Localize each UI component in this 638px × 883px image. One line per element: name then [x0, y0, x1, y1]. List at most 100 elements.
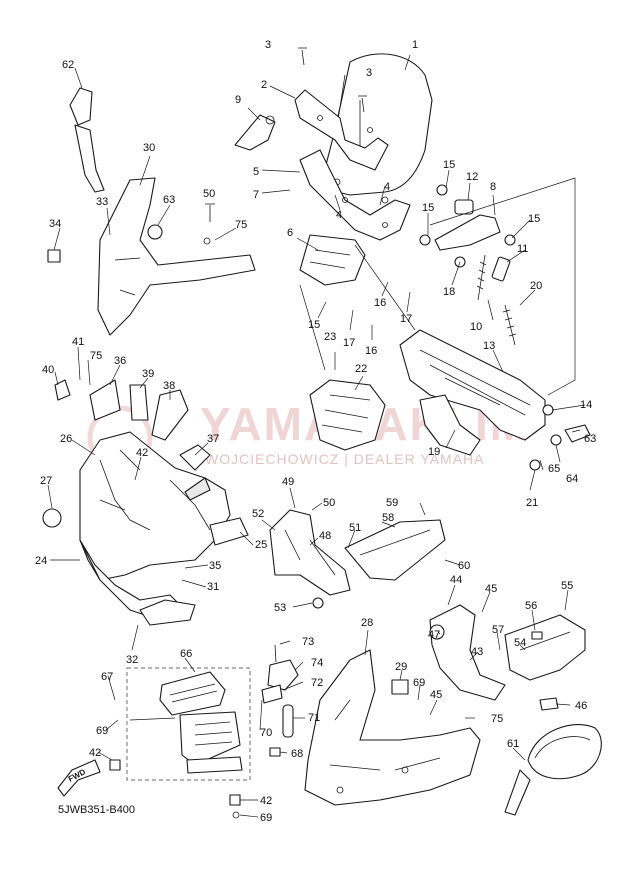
- side-cover-43: [429, 604, 586, 711]
- windscreen: [319, 53, 433, 204]
- callout-29: 29: [395, 661, 407, 673]
- callout-39: 39: [142, 368, 154, 380]
- bolt-50-75: [203, 203, 215, 245]
- callout-70: 70: [260, 727, 272, 739]
- callout-36: 36: [114, 355, 126, 367]
- callout-27: 27: [40, 475, 52, 487]
- callout-2: 2: [261, 79, 267, 91]
- callout-15: 15: [528, 213, 540, 225]
- callout-74: 74: [311, 657, 323, 669]
- callout-57: 57: [492, 624, 504, 636]
- callout-72: 72: [311, 677, 323, 689]
- relay-parts: [261, 644, 299, 757]
- callout-6: 6: [287, 227, 293, 239]
- callout-15: 15: [422, 202, 434, 214]
- callout-59: 59: [386, 497, 398, 509]
- callout-22: 22: [355, 363, 367, 375]
- callout-65: 65: [548, 463, 560, 475]
- leader-lines: [47, 54, 586, 818]
- callout-41: 41: [72, 336, 84, 348]
- callout-71: 71: [308, 712, 320, 724]
- callout-47: 47: [428, 629, 440, 641]
- panel-58: [344, 519, 446, 581]
- callout-42: 42: [89, 747, 101, 759]
- callout-23: 23: [324, 331, 336, 343]
- callout-58: 58: [382, 512, 394, 524]
- callout-46: 46: [575, 700, 587, 712]
- mirror-right: [504, 724, 602, 816]
- callout-56: 56: [525, 600, 537, 612]
- callout-1: 1: [412, 39, 418, 51]
- callout-19: 19: [428, 446, 440, 458]
- callout-numbers: 1 2 3 3 9 5 7 4 4 6 8 12 15 15 15 11 10 …: [35, 39, 596, 824]
- callout-17: 17: [343, 337, 355, 349]
- screw-3: [298, 47, 367, 113]
- callout-11: 11: [517, 243, 528, 255]
- lower-cowling: [304, 649, 481, 806]
- callout-68: 68: [291, 748, 303, 760]
- duct-parts: [42, 379, 249, 546]
- callout-44: 44: [450, 574, 462, 586]
- mirror-left: [69, 87, 105, 193]
- windscreen-bracket: [294, 89, 411, 241]
- callout-52: 52: [252, 508, 264, 520]
- callout-4: 4: [384, 181, 390, 193]
- callout-3: 3: [366, 67, 372, 79]
- callout-55: 55: [561, 580, 573, 592]
- adjuster-assembly: [419, 184, 516, 301]
- callout-50: 50: [323, 497, 335, 509]
- watermark-subtitle: WOJCIECHOWICZ | DEALER YAMAHA: [205, 451, 484, 467]
- callout-4: 4: [336, 209, 342, 221]
- callout-42: 42: [260, 795, 272, 807]
- callout-16: 16: [374, 297, 386, 309]
- leader-dashes-upper: [299, 177, 576, 396]
- front-fairing: [79, 431, 231, 626]
- callout-66: 66: [180, 648, 192, 660]
- callout-24: 24: [35, 555, 47, 567]
- callout-50: 50: [203, 188, 215, 200]
- callout-14: 14: [580, 399, 592, 411]
- callout-32: 32: [126, 654, 138, 666]
- inner-panel-30: [47, 177, 256, 336]
- callout-25: 25: [255, 539, 267, 551]
- callout-67: 67: [101, 671, 113, 683]
- callout-31: 31: [207, 581, 219, 593]
- callout-54: 54: [514, 637, 526, 649]
- fairing-stay-frame: [309, 304, 591, 471]
- diagram-code: 5JWB351-B400: [58, 804, 135, 816]
- callout-42: 42: [136, 447, 148, 459]
- callout-17: 17: [400, 313, 412, 325]
- callout-45: 45: [430, 689, 442, 701]
- callout-69: 69: [96, 725, 108, 737]
- bracket-9: [234, 114, 276, 151]
- callout-64: 64: [566, 473, 578, 485]
- callout-20: 20: [530, 280, 542, 292]
- callout-63: 63: [163, 194, 175, 206]
- callout-7: 7: [253, 189, 259, 201]
- callout-5: 5: [253, 166, 259, 178]
- callout-69: 69: [413, 677, 425, 689]
- callout-75: 75: [90, 350, 102, 362]
- stay-6: [299, 234, 366, 286]
- callout-13: 13: [483, 340, 495, 352]
- callout-69: 69: [260, 812, 272, 824]
- callout-12: 12: [466, 171, 478, 183]
- callout-48: 48: [319, 530, 331, 542]
- ecu-box-group: [109, 667, 251, 819]
- callout-53: 53: [274, 602, 286, 614]
- callout-28: 28: [361, 617, 373, 629]
- callout-34: 34: [49, 218, 61, 230]
- callout-60: 60: [458, 560, 470, 572]
- callout-16: 16: [365, 345, 377, 357]
- callout-21: 21: [526, 497, 538, 509]
- callout-63: 63: [584, 433, 596, 445]
- side-panel-48: [269, 509, 351, 609]
- fwd-arrow-icon: FWD: [57, 759, 101, 797]
- callout-61: 61: [507, 738, 519, 750]
- callout-75: 75: [235, 219, 247, 231]
- callout-15: 15: [308, 319, 320, 331]
- callout-26: 26: [60, 433, 72, 445]
- callout-45: 45: [485, 583, 497, 595]
- callout-10: 10: [470, 321, 482, 333]
